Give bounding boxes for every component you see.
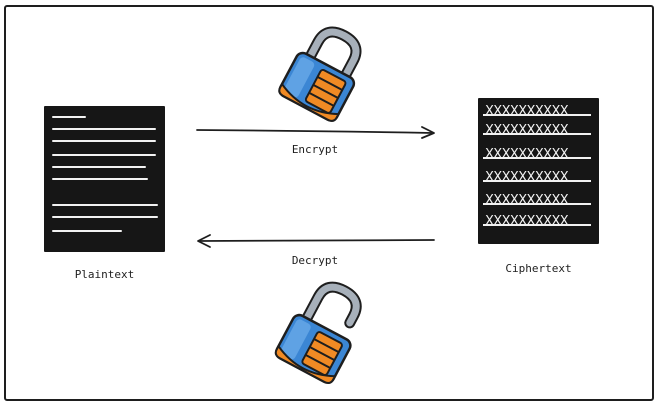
text-line <box>52 116 86 118</box>
open-padlock-icon <box>274 281 362 385</box>
text-line <box>52 204 158 206</box>
encrypt-label: Encrypt <box>291 143 339 156</box>
strike-line <box>483 203 591 205</box>
text-line <box>52 140 156 142</box>
strike-line <box>483 133 591 135</box>
closed-padlock-icon <box>278 26 362 122</box>
text-line <box>52 128 156 130</box>
text-line <box>52 154 156 156</box>
plaintext-document <box>44 106 165 252</box>
strike-line <box>483 180 591 182</box>
strike-line <box>483 114 591 116</box>
text-line <box>52 230 122 232</box>
ciphertext-document: XXXXXXXXXX XXXXXXXXXX XXXXXXXXXX XXXXXXX… <box>478 98 599 244</box>
text-line <box>52 178 148 180</box>
text-line <box>52 216 158 218</box>
ciphertext-label: Ciphertext <box>505 262 572 275</box>
strike-line <box>483 157 591 159</box>
strike-line <box>483 224 591 226</box>
text-line <box>52 166 146 168</box>
diagram-frame <box>4 5 654 401</box>
decrypt-label: Decrypt <box>291 254 339 267</box>
plaintext-label: Plaintext <box>74 268 135 281</box>
